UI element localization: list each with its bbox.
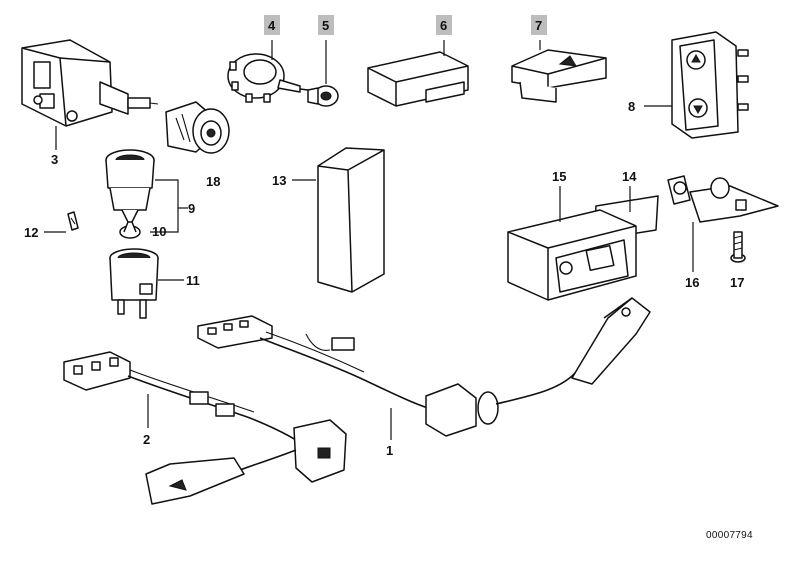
part-5-knob xyxy=(307,85,339,107)
part-6-module xyxy=(367,51,469,107)
part-16-bracket xyxy=(667,175,779,223)
label-3: 3 xyxy=(51,152,58,167)
label-6-highlight xyxy=(436,15,452,35)
part-15-mirror-switch xyxy=(507,209,637,301)
part-4-rotary-switch xyxy=(227,53,309,103)
part-12-clip xyxy=(67,211,79,231)
part-2-stalk-harness xyxy=(63,351,347,505)
label-5: 5 xyxy=(322,18,329,33)
part-8-window-switch xyxy=(671,31,749,139)
reference-number: 00007794 xyxy=(706,530,753,541)
part-3-switch-assembly xyxy=(21,39,159,127)
part-1-stalk-harness xyxy=(197,297,651,437)
label-2: 2 xyxy=(143,432,150,447)
label-10: 10 xyxy=(152,224,166,239)
label-4: 4 xyxy=(268,18,276,33)
label-12: 12 xyxy=(24,225,38,240)
label-7-highlight xyxy=(531,15,547,35)
label-16: 16 xyxy=(685,275,699,290)
bracket-9-10 xyxy=(150,179,179,233)
label-5-highlight xyxy=(318,15,334,35)
label-9: 9 xyxy=(188,201,195,216)
label-13: 13 xyxy=(272,173,286,188)
label-15: 15 xyxy=(552,169,566,184)
label-7: 7 xyxy=(535,18,542,33)
part-18-light-knob xyxy=(165,101,230,154)
part-10-bulb xyxy=(119,221,141,239)
part-17-screw xyxy=(730,231,746,263)
label-17: 17 xyxy=(730,275,744,290)
label-18: 18 xyxy=(206,174,220,189)
label-1: 1 xyxy=(386,443,393,458)
label-11: 11 xyxy=(186,273,200,288)
label-4-highlight xyxy=(264,15,280,35)
label-8: 8 xyxy=(628,99,635,114)
label-6: 6 xyxy=(440,18,447,33)
part-9-socket-housing xyxy=(105,149,155,227)
part-13-foam-block xyxy=(317,147,385,293)
part-7-hazard-switch xyxy=(511,49,607,103)
part-11-socket xyxy=(109,248,159,319)
label-14: 14 xyxy=(622,169,637,184)
